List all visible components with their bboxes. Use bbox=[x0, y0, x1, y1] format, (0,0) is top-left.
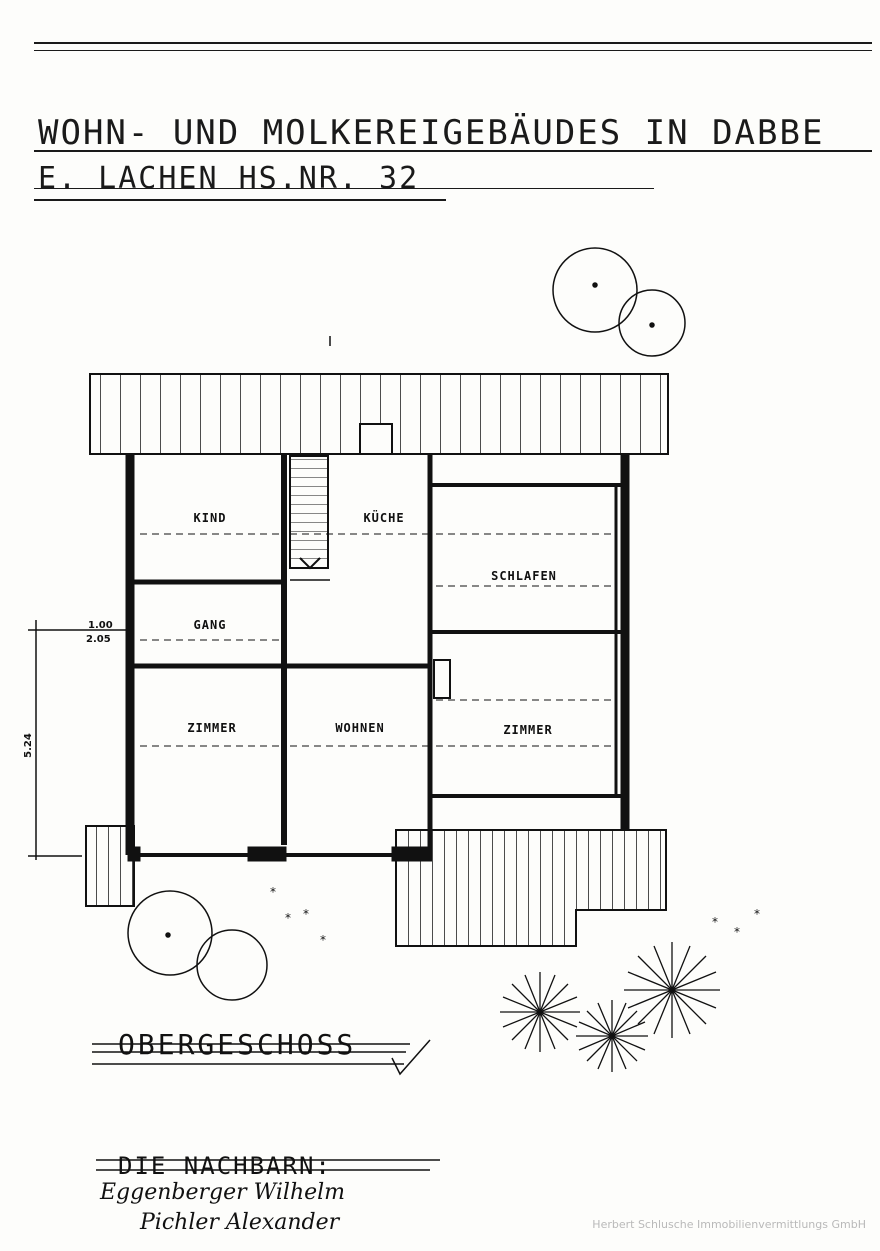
svg-text:*: * bbox=[303, 907, 309, 921]
svg-text:*: * bbox=[320, 933, 326, 947]
title-underline-2 bbox=[34, 199, 446, 201]
floor-label-underline bbox=[92, 1039, 431, 1076]
dimension-value-1: 1.00 bbox=[88, 620, 113, 631]
title-underline-3 bbox=[34, 188, 654, 189]
room-label-wohnen: WOHNEN bbox=[335, 721, 385, 735]
watermark-text: Herbert Schlusche Immobilienvermittlungs… bbox=[592, 1218, 866, 1231]
room-label-zimmer-right: ZIMMER bbox=[503, 723, 553, 737]
svg-text:*: * bbox=[285, 911, 291, 925]
tree-icon-top bbox=[552, 247, 686, 357]
svg-text:*: * bbox=[712, 915, 718, 929]
svg-text:*: * bbox=[270, 885, 276, 899]
room-label-gang: GANG bbox=[193, 618, 227, 632]
room-label-zimmer-left: ZIMMER bbox=[187, 721, 237, 735]
neighbor-name-2: Pichler Alexander bbox=[140, 1210, 340, 1235]
room-label-kind: KIND bbox=[193, 511, 227, 525]
top-rule-1 bbox=[34, 42, 872, 44]
neighbor-name-1: Eggenberger Wilhelm bbox=[100, 1180, 346, 1205]
conifer-icon bbox=[500, 942, 720, 1072]
dimension-value-2: 2.05 bbox=[86, 634, 111, 645]
roof-top bbox=[89, 373, 669, 455]
hidden-lines bbox=[140, 533, 612, 747]
shrub-marks: * * * * * * * bbox=[270, 885, 760, 947]
dimension-value-3: 5.24 bbox=[22, 733, 34, 758]
dimension-line bbox=[28, 620, 130, 860]
neighbors-title: DIE NACHBARN: bbox=[118, 1152, 332, 1180]
interior-walls bbox=[134, 454, 622, 845]
title-underline-1 bbox=[34, 150, 872, 152]
staircase bbox=[289, 455, 330, 581]
balcony-right bbox=[395, 829, 667, 947]
top-rule-2 bbox=[34, 50, 872, 51]
balcony-left bbox=[85, 825, 135, 907]
drawing-title-line-1: WOHN- UND MOLKEREIGEBÄUDES IN DABBE bbox=[38, 113, 825, 153]
svg-text:*: * bbox=[734, 925, 740, 939]
neighbors-underline bbox=[96, 1159, 440, 1171]
svg-text:*: * bbox=[754, 907, 760, 921]
room-label-schlafen: SCHLAFEN bbox=[491, 569, 557, 583]
tree-icon-bottom-left bbox=[127, 890, 268, 1001]
room-label-kueche: KÜCHE bbox=[363, 511, 405, 525]
floor-label: OBERGESCHOSS bbox=[118, 1028, 357, 1061]
